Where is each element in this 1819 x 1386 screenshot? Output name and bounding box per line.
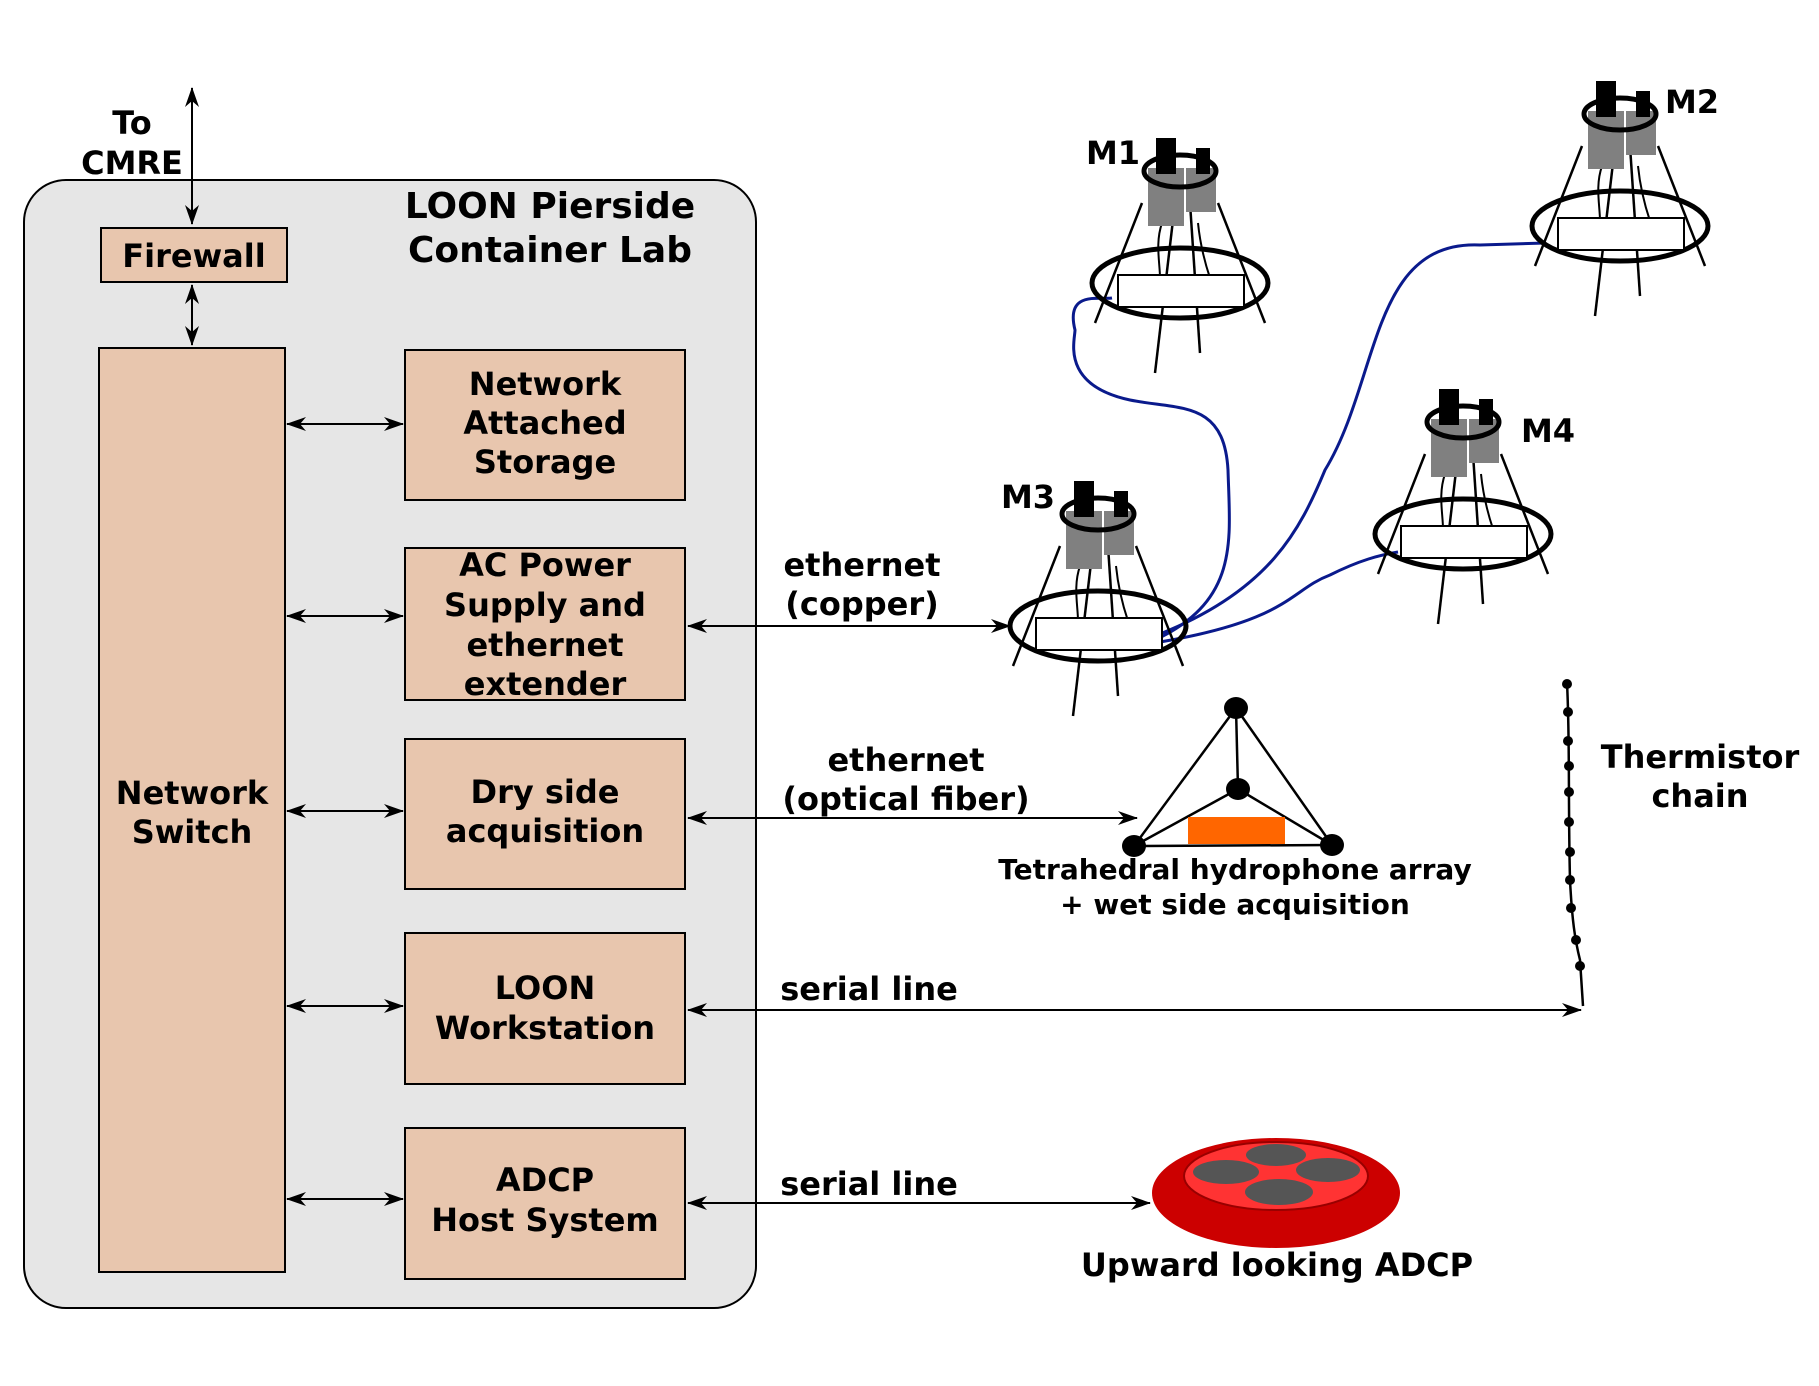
adcphost-box (404, 1127, 686, 1280)
fiber-label-line2: (optical fiber) (782, 780, 1029, 818)
wet-side-acquisition-box (1188, 817, 1285, 844)
mooring-m3-label: M3 (1001, 478, 1055, 516)
serial-label-2: serial line (780, 1165, 958, 1203)
cable-m3-m4 (1159, 550, 1399, 644)
nas-label-line2: Attached (463, 404, 626, 442)
mooring-m1-label: M1 (1086, 134, 1140, 172)
network-switch-label-line2: Switch (132, 813, 253, 851)
acpower-label-line1: AC Power (459, 546, 631, 584)
nas-box (404, 349, 686, 501)
mooring-m1 (1092, 138, 1268, 373)
mooring-m4-label: M4 (1521, 412, 1575, 450)
firewall-box (100, 227, 288, 283)
acpower-label-line2: Supply and (444, 586, 646, 624)
thermistor-chain (1562, 679, 1585, 1007)
lab-title-line2: Container Lab (408, 230, 692, 271)
dryside-label-line1: Dry side (471, 773, 620, 811)
tetra-label-line2: + wet side acquisition (1060, 888, 1410, 921)
adcp-instrument (1152, 1138, 1400, 1248)
nas-label-line3: Storage (474, 443, 616, 481)
thermistor-label-line2: chain (1651, 777, 1748, 815)
adcphost-label-line2: Host System (431, 1201, 659, 1239)
copper-label-line1: ethernet (783, 546, 940, 584)
network-switch-box (98, 347, 286, 1273)
adcphost-label-line1: ADCP (496, 1161, 594, 1199)
acpower-label-line3: ethernet (466, 626, 623, 664)
adcp-label: Upward looking ADCP (1081, 1246, 1473, 1284)
fiber-label-line1: ethernet (827, 741, 984, 779)
dryside-label-line2: acquisition (446, 812, 644, 850)
workstation-box (404, 932, 686, 1085)
tetrahedral-array (1122, 697, 1344, 857)
lab-title-line1: LOON Pierside (405, 186, 695, 227)
thermistor-label-line1: Thermistor (1601, 738, 1800, 776)
acpower-label-line4: extender (464, 665, 627, 703)
to-cmre-label-line2: CMRE (81, 144, 183, 182)
mooring-m3 (1010, 481, 1186, 716)
serial-label-1: serial line (780, 970, 958, 1008)
cable-m3-m1 (1071, 296, 1231, 642)
workstation-label-line1: LOON (495, 969, 595, 1007)
workstation-label-line2: Workstation (435, 1009, 655, 1047)
network-switch-label-line1: Network (116, 774, 269, 812)
mooring-m2-label: M2 (1665, 83, 1719, 121)
dryside-box (404, 738, 686, 890)
acpower-box (404, 547, 686, 701)
copper-label-line2: (copper) (785, 585, 939, 623)
nas-label-line1: Network (469, 365, 622, 403)
to-cmre-label-line1: To (112, 104, 152, 142)
tetra-label-line1: Tetrahedral hydrophone array (998, 853, 1471, 886)
cable-m3-m2 (1159, 241, 1547, 636)
firewall-label: Firewall (122, 237, 265, 275)
